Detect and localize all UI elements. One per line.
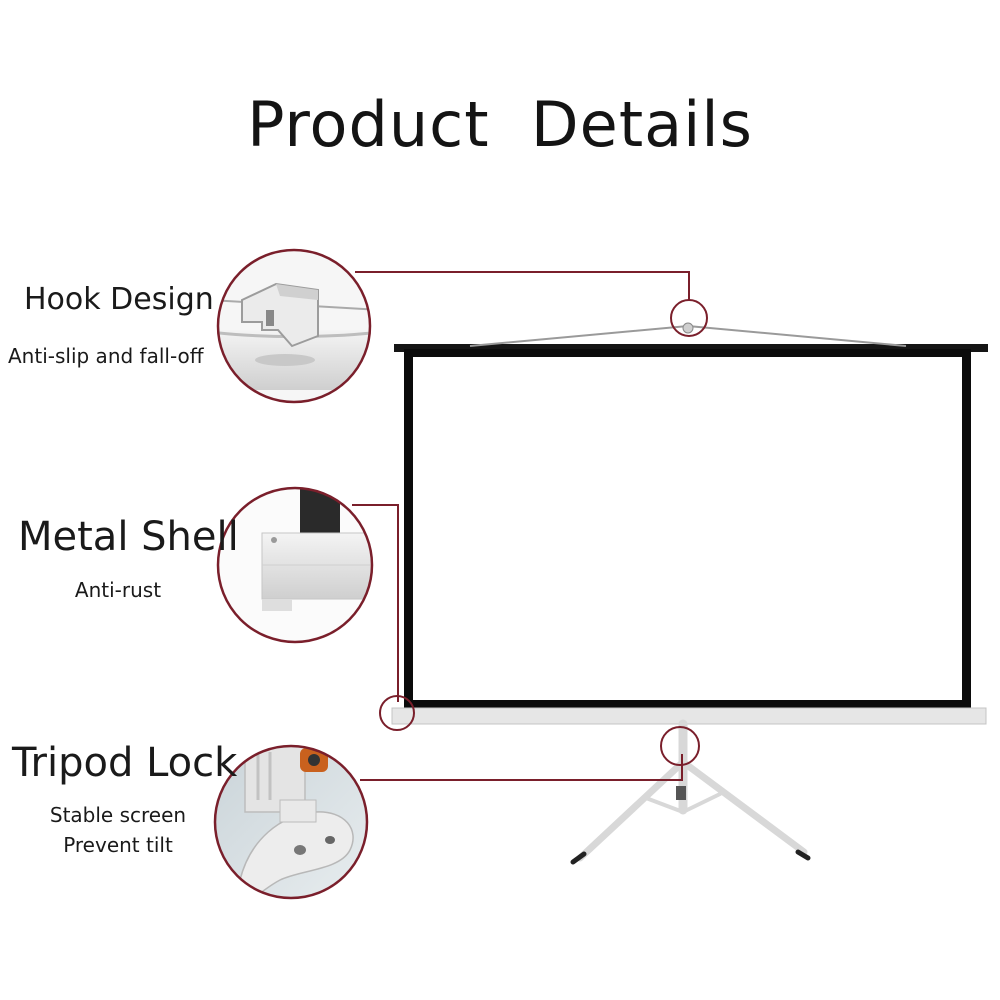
page-title: Product Details bbox=[247, 88, 753, 161]
hook-detail-icon bbox=[216, 248, 372, 404]
tripod bbox=[576, 719, 808, 862]
hook-callout-line bbox=[355, 271, 690, 300]
hook-design-description: Anti-slip and fall-off bbox=[8, 344, 204, 368]
hook-target-ring bbox=[670, 299, 708, 337]
projector-screen-icon bbox=[391, 322, 988, 865]
tripod-callout-line bbox=[360, 754, 683, 781]
callout-lines bbox=[352, 271, 708, 781]
tripod-lock-description-line1: Stable screen bbox=[49, 803, 187, 827]
tripod-target-ring bbox=[660, 726, 700, 766]
tripod-lock-title: Tripod Lock bbox=[12, 740, 238, 786]
bottom-case bbox=[391, 707, 987, 725]
metal-target-ring bbox=[379, 695, 415, 731]
tripod-lock-description: Stable screen Prevent tilt bbox=[30, 800, 206, 860]
tripod-lock-knob bbox=[676, 786, 686, 800]
metal-shell-detail-icon bbox=[216, 486, 374, 644]
hook-point bbox=[682, 322, 694, 334]
screen-surface bbox=[413, 357, 962, 700]
metal-callout-line bbox=[352, 504, 399, 702]
metal-shell-description: Anti-rust bbox=[74, 578, 162, 602]
top-bar bbox=[394, 344, 988, 352]
tripod-lock-description-line2: Prevent tilt bbox=[63, 833, 173, 857]
tripod-lock-detail-icon bbox=[213, 744, 369, 900]
metal-shell-title: Metal Shell bbox=[18, 514, 239, 560]
hook-design-title: Hook Design bbox=[24, 282, 214, 317]
